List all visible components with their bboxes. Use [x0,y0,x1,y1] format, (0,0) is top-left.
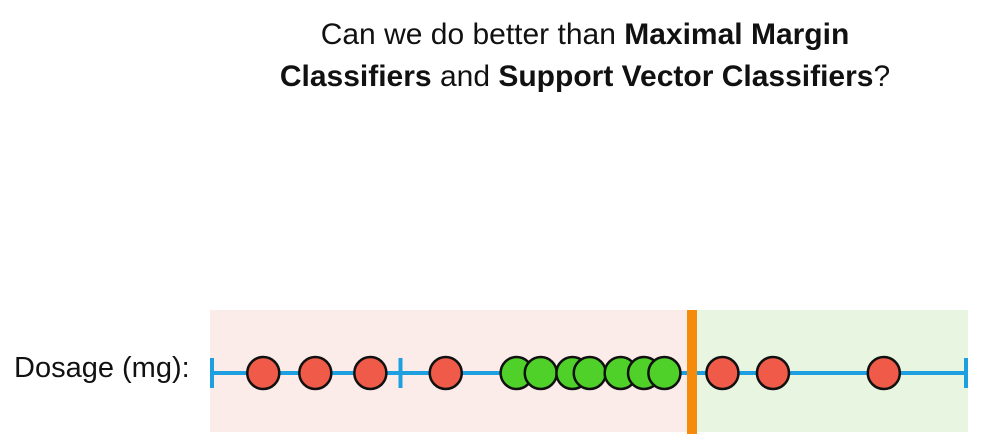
slide-title: Can we do better than Maximal Margin Cla… [260,14,910,98]
red-data-point [353,355,388,391]
title-text-2: and [431,60,499,93]
title-text-1: Can we do better than [320,18,625,51]
green-data-point [572,355,608,391]
dosage-axis-label: Dosage (mg): [14,352,190,384]
green-data-point [647,355,682,391]
red-data-point [866,355,902,391]
red-data-point [705,355,740,391]
threshold-line [687,310,697,434]
title-bold-maximal-margin: Maximal Margin Classifiers [279,18,850,93]
data-points [246,355,902,391]
red-data-point [755,355,791,391]
red-data-point [298,355,333,391]
title-bold-support-vector: Support Vector Classifiers [498,60,874,93]
red-data-point [428,355,463,391]
red-data-point [246,355,281,391]
title-text-3: ? [873,60,891,93]
green-data-point [523,355,558,391]
